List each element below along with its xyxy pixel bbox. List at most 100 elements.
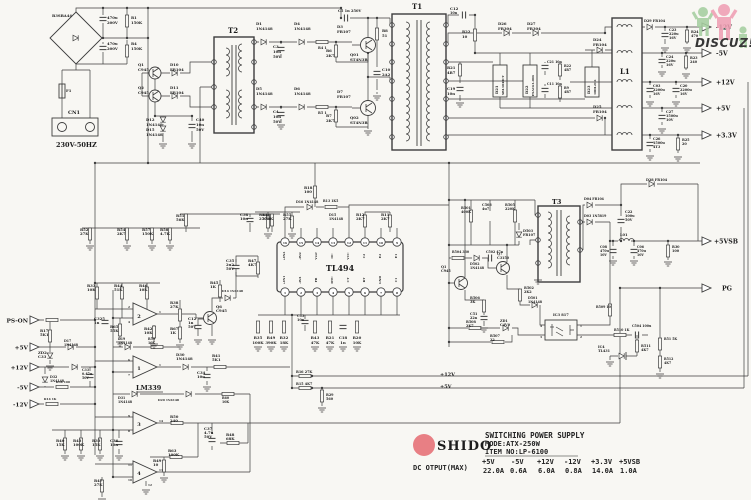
component-label: 270K [259,216,271,221]
component-label: R502 [524,286,535,290]
component-label: C26 [653,137,661,141]
component-label: 2200u [680,88,692,92]
component-label: 1N4148 [528,300,543,304]
capacitor-glyph [301,319,309,325]
component-label: 390K [265,340,277,345]
junction-dot [660,106,664,110]
resistor-glyph [125,14,129,28]
resistor-glyph [290,215,294,229]
ground-icon [373,95,381,101]
component-label: FR107 [337,29,351,34]
component-label: 4K7 [248,262,257,267]
component-label: T1 [412,2,422,11]
component-label: R21 [326,335,335,340]
resistor-glyph [168,227,172,241]
junction-dot [473,51,477,55]
transistor-glyph [360,100,376,116]
junction-dot [505,243,509,247]
ic-pin-name: GND [378,276,382,284]
component-label: R51 [176,213,185,218]
winding-icon [616,24,633,28]
component-label: R56 [262,212,271,217]
ic-pin-name: +IN2 [282,252,286,261]
component-label: R60 [222,396,230,400]
component-label: 1 [159,363,161,367]
component-label: R25 [682,138,690,142]
junction-dot [447,198,451,202]
winding-icon [616,132,633,136]
transistor-glyph [454,276,468,290]
junction-dot [658,286,662,290]
junction-dot [111,316,115,320]
component-label: D03 1N5819 [584,214,607,218]
rectifier-d22 [522,64,538,98]
rail-current: 0.8A [565,467,583,475]
component-label: 100 [672,249,680,253]
resistor-glyph [685,29,689,43]
component-label: 150K [131,46,143,51]
resistor-glyph [162,459,166,473]
component-label: 15K [92,442,101,447]
component-label: 5K1 [212,357,221,362]
input-arrow-icon [29,315,41,325]
rail-name: -5V [511,458,524,466]
component-label: 1N4148 [64,343,79,347]
component-label: D24 [593,37,602,42]
resistor-glyph [221,392,235,396]
ground-icon [176,344,184,350]
output-label: -5V [716,50,728,57]
wire [154,61,214,142]
ground-icon [150,343,158,349]
component-label: 220u [666,59,676,63]
ac-pin [85,122,95,132]
component-label: 2K7 [326,118,335,123]
winding-icon [547,211,552,269]
wire [464,200,516,277]
resistor-glyph [469,209,473,223]
component-label: 13 [159,468,163,472]
wire [449,257,496,269]
diode-icon [531,301,538,309]
wire [449,223,538,262]
output-arrow-icon [701,77,713,87]
title-line2: MODE:ATX-250W [485,440,541,448]
junction-dot [290,374,294,378]
ic-name: TL494 [326,263,355,273]
junction-dot [279,40,283,44]
component-label: 1K [170,330,177,335]
junction-dot [93,345,97,349]
transistor-inner [207,312,215,324]
component-label: C12 [450,6,459,11]
component-label: R508 [466,320,477,324]
component-label: 10n [273,114,281,119]
output-label: +12V [716,79,735,86]
input-label: -5V [17,385,28,391]
component-label: R51 5K [664,337,677,341]
component-label: D5 [256,86,262,91]
resistor-glyph [282,320,286,334]
component-label: R63 [168,448,177,453]
brand-logo-icon [413,434,435,456]
component-label: 1 [159,310,161,314]
component-label: C37 [204,426,213,431]
component-label: C34 [197,370,206,375]
resistor-glyph [226,441,240,445]
component-label: 1N4148 [118,400,133,404]
component-label: R47 [248,258,257,263]
resistor-glyph [150,227,154,241]
resistor-glyph [313,185,317,199]
component-label: 4R7 [564,68,571,72]
component-label: R23 [690,56,698,60]
component-label: 240 [170,418,178,423]
ic-pin-number: 12 [347,241,351,245]
capacitor-glyph [99,45,107,51]
component-label: 10n [447,91,455,96]
resistor-glyph [270,213,274,227]
component-label: D6 [294,86,300,91]
component-label: D27 [527,21,536,26]
component-label: 4.7u [204,430,214,435]
transistor-glyph [496,261,510,275]
component-label: 2 [137,314,141,320]
component-label: 50V [82,376,89,380]
wire [619,287,702,423]
